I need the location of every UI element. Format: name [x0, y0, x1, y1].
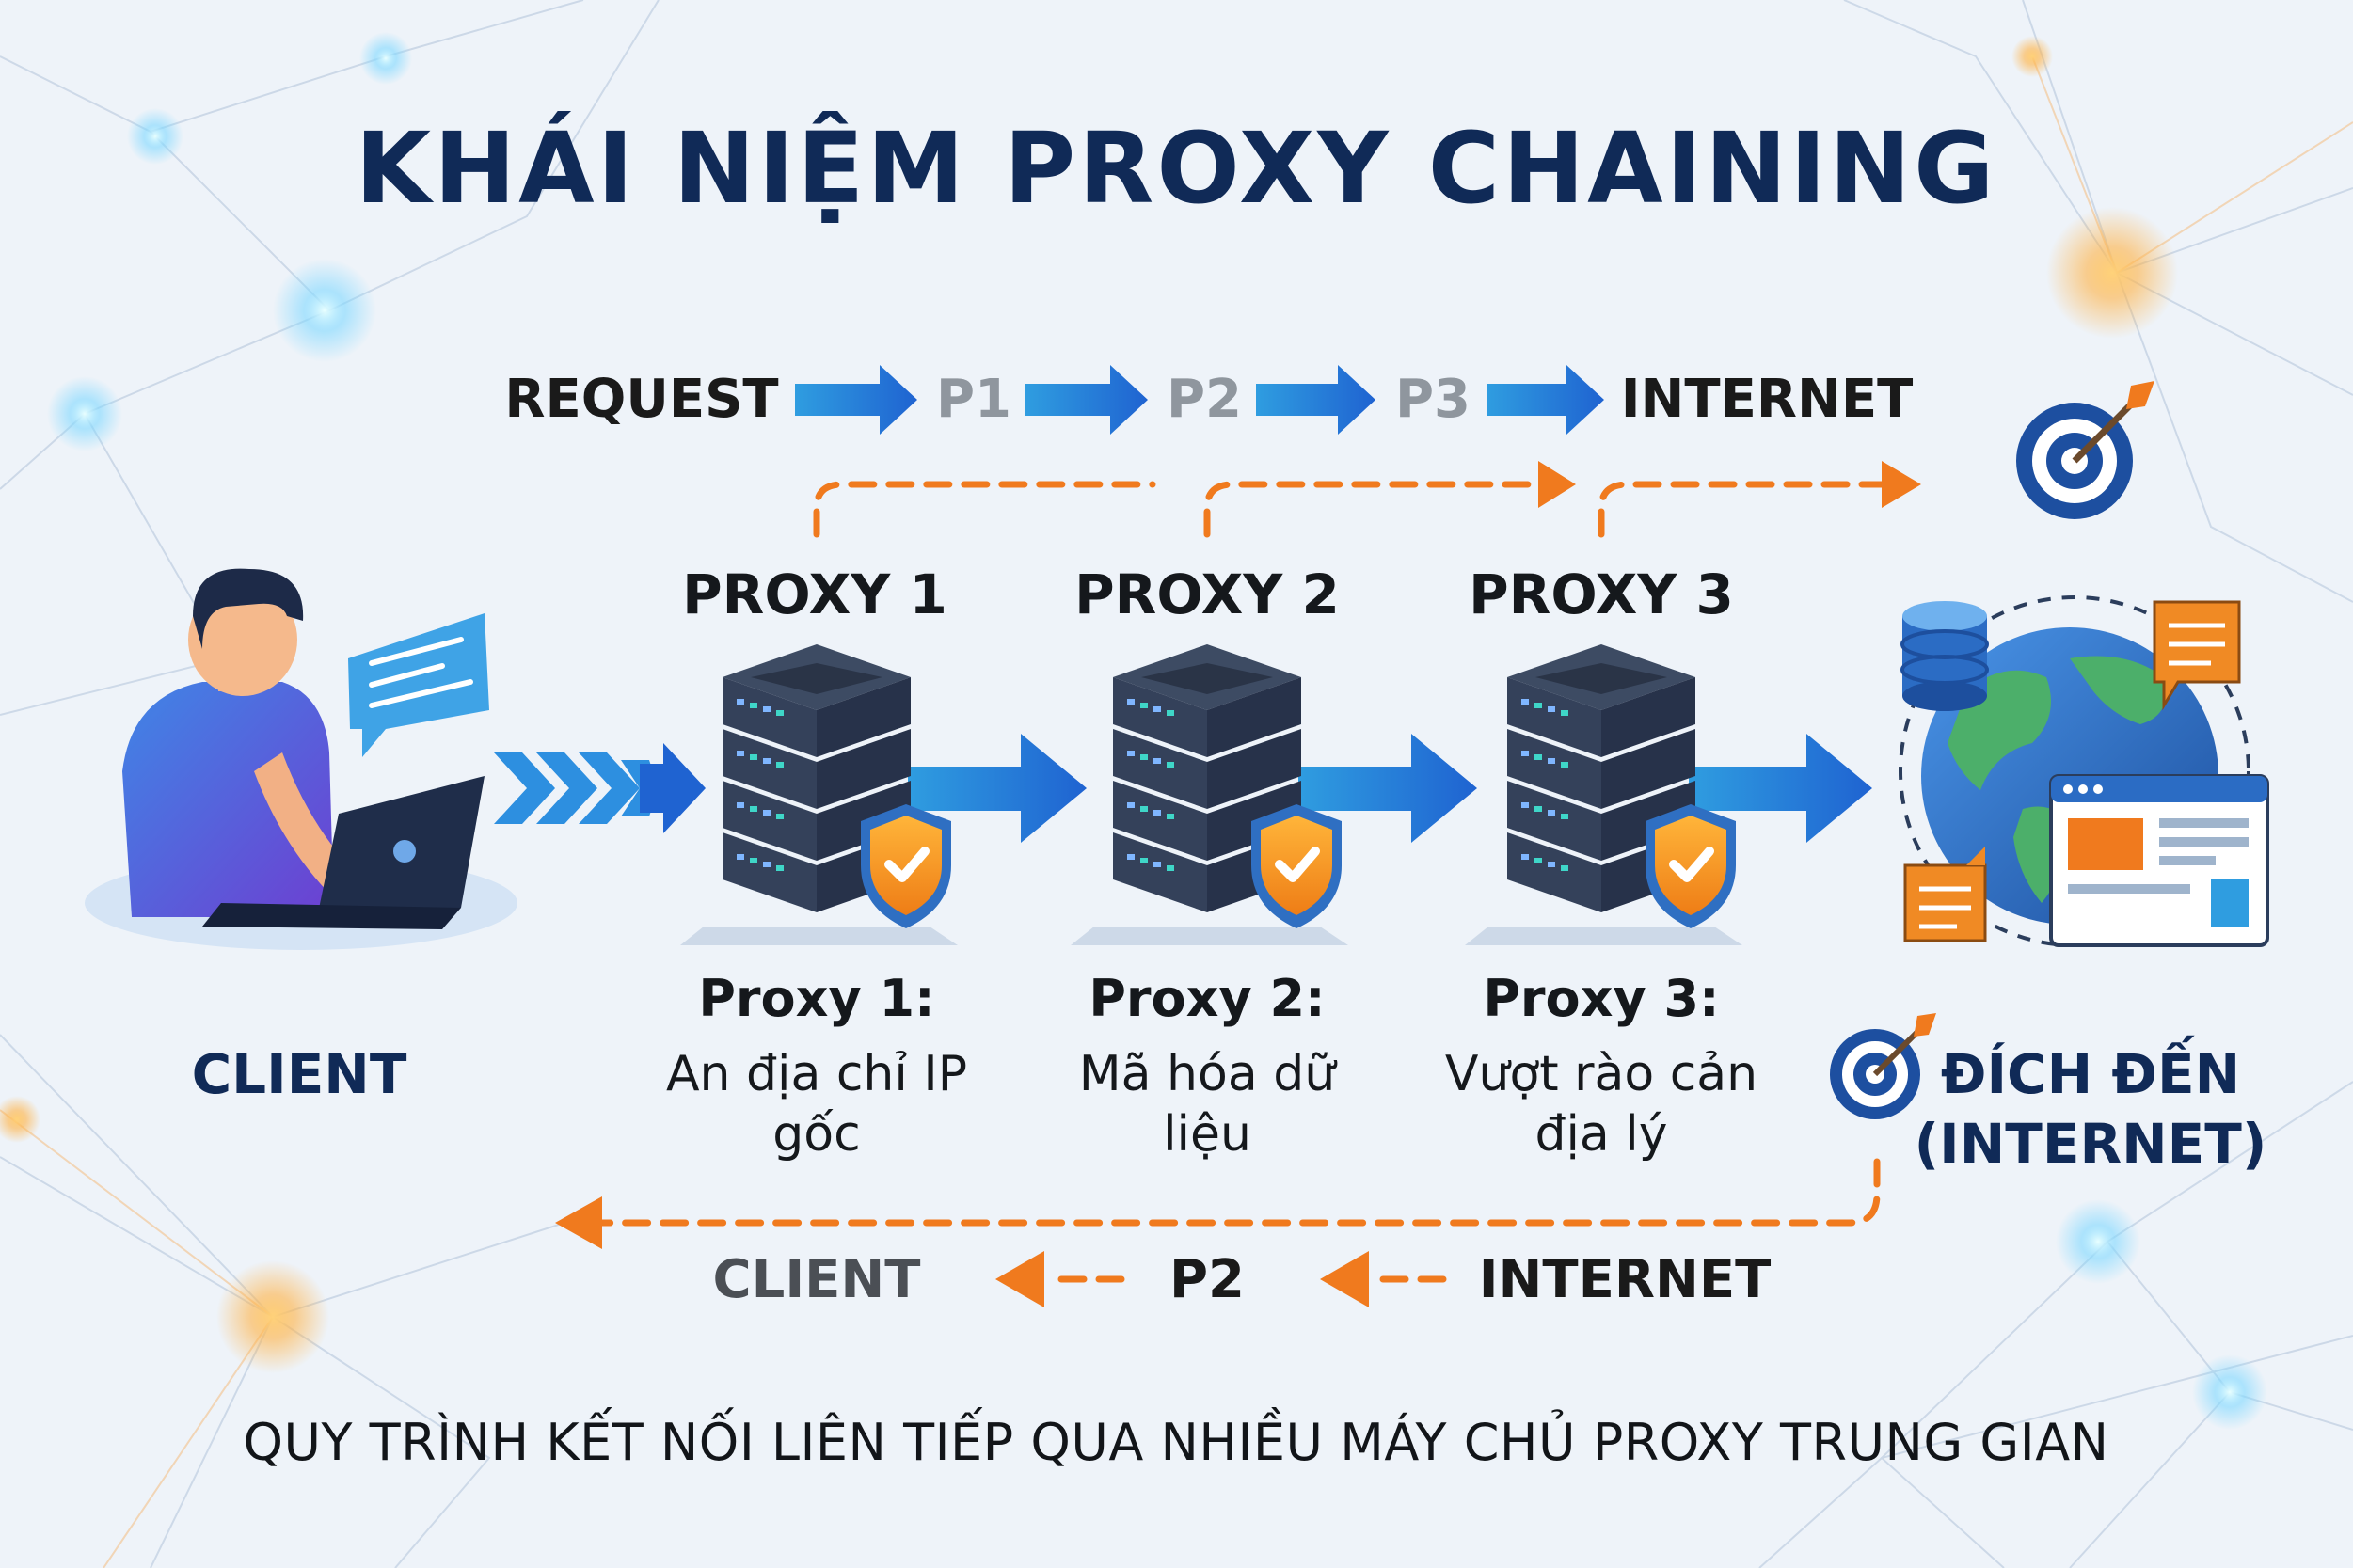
proxy-2-label: PROXY 2: [1074, 562, 1340, 626]
client-illustration: [85, 568, 517, 950]
proxy-1-desc: An địa chỉ IP gốc: [665, 1046, 968, 1163]
document-icon-bottom: [1903, 847, 1987, 942]
client-chevron-arrows: [494, 743, 706, 833]
flow-arrow-2: [1025, 365, 1148, 435]
flow-p3-label: P3: [1394, 369, 1471, 430]
return-client-label: CLIENT: [712, 1249, 921, 1310]
dashed-link-2: [1203, 481, 1542, 538]
server-2-icon: [1071, 644, 1348, 945]
diagram-subtitle: QUY TRÌNH KẾT NỐI LIÊN TIẾP QUA NHIỀU MÁ…: [243, 1413, 2109, 1472]
destination-line2: (INTERNET): [1914, 1112, 2267, 1176]
flow-arrow-3: [1256, 365, 1375, 435]
database-icon: [1900, 601, 1989, 711]
big-arrow-3: [1689, 734, 1872, 843]
shield-check-icon-3: [1646, 804, 1736, 928]
proxy-2-desc: Mã hóa dữ liệu: [1078, 1046, 1336, 1163]
target-icon-destination: [1830, 1013, 1936, 1119]
document-icon-top: [2153, 600, 2241, 711]
flow-internet-label: INTERNET: [1620, 369, 1914, 430]
proxy-1-name: Proxy 1:: [698, 969, 935, 1028]
flow-request-label: REQUEST: [504, 369, 779, 430]
proxy-1-label: PROXY 1: [682, 562, 947, 626]
destination-label: ĐÍCH ĐẾN (INTERNET): [1915, 1039, 2267, 1179]
proxy-3-name: Proxy 3:: [1483, 969, 1720, 1028]
server-1-icon: [680, 644, 958, 945]
page-title: KHÁI NIỆM PROXY CHAINING: [355, 111, 1997, 226]
chat-bubble-icon: [348, 613, 489, 757]
target-icon-top: [2016, 381, 2154, 519]
flow-p1-label: P1: [935, 369, 1012, 430]
flow-p2-label: P2: [1166, 369, 1243, 430]
proxy-3-label: PROXY 3: [1469, 562, 1734, 626]
dashed-link-3: [1598, 481, 1885, 538]
dashed-link-1: [813, 481, 1156, 538]
destination-line1: ĐÍCH ĐẾN: [1940, 1042, 2241, 1106]
dashed-return-line: [598, 1158, 1881, 1227]
big-arrow-2: [1298, 734, 1477, 843]
return-p2-label: P2: [1169, 1249, 1246, 1310]
proxy-2-name: Proxy 2:: [1089, 969, 1326, 1028]
flow-arrow-1: [795, 365, 917, 435]
proxy-3-desc: Vượt rào cản địa lý: [1444, 1046, 1758, 1163]
server-3-icon: [1465, 644, 1742, 945]
shield-check-icon-1: [861, 804, 951, 928]
client-label: CLIENT: [191, 1042, 407, 1106]
big-arrow-1: [908, 734, 1087, 843]
browser-window-icon: [2049, 774, 2269, 947]
return-internet-label: INTERNET: [1478, 1249, 1772, 1310]
laptop-icon: [202, 776, 485, 929]
shield-check-icon-2: [1251, 804, 1342, 928]
destination-illustration: [1899, 595, 2269, 947]
flow-arrow-4: [1487, 365, 1604, 435]
